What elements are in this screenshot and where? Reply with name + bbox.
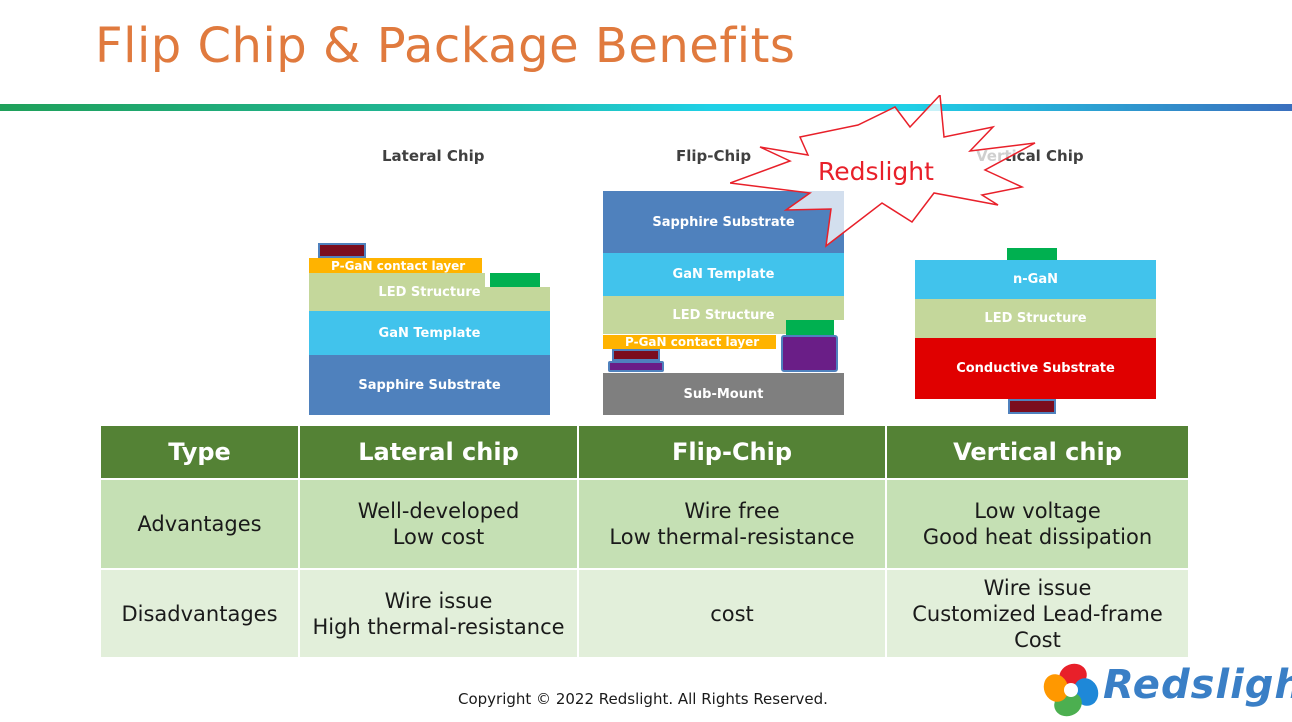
copyright-text: Copyright © 2022 Redslight. All Rights R… <box>458 690 828 708</box>
row-label: Advantages <box>99 478 300 570</box>
comparison-table: Type Lateral chip Flip-Chip Vertical chi… <box>99 424 1190 659</box>
vertical-substrate-layer: Conductive Substrate <box>915 338 1156 399</box>
table-header-row: Type Lateral chip Flip-Chip Vertical chi… <box>99 424 1190 480</box>
lateral-p-gan-layer: P-GaN contact layer <box>309 258 482 273</box>
cell-line: Customized Lead-frame <box>912 601 1163 626</box>
page-title: Flip Chip & Package Benefits <box>95 18 796 74</box>
vertical-n-electrode <box>1007 248 1057 260</box>
cell-line: Low thermal-resistance <box>609 525 855 549</box>
flip-p-bump <box>608 361 664 372</box>
table-cell: Wire free Low thermal-resistance <box>577 478 887 570</box>
vertical-led-layer: LED Structure <box>915 299 1156 338</box>
cell-line: cost <box>710 601 754 626</box>
starburst-icon <box>730 95 1036 248</box>
flip-n-electrode <box>786 320 834 335</box>
logo-text: Redslight <box>1103 662 1292 708</box>
cell-line: High thermal-resistance <box>312 614 565 639</box>
flip-gan-layer: GaN Template <box>603 253 844 296</box>
flip-p-electrode <box>612 349 660 361</box>
cell-line: Wire issue <box>384 588 493 613</box>
table-cell: Low voltage Good heat dissipation <box>885 478 1190 570</box>
vertical-ngan-layer: n-GaN <box>915 260 1156 299</box>
table-row-disadvantages: Disadvantages Wire issue High thermal-re… <box>99 568 1190 659</box>
table-cell: Well-developed Low cost <box>298 478 579 570</box>
cell-line: Low voltage <box>974 499 1101 523</box>
table-row-advantages: Advantages Well-developed Low cost Wire … <box>99 478 1190 570</box>
cell-line: Low cost <box>392 525 485 549</box>
lateral-sapphire-layer: Sapphire Substrate <box>309 355 550 415</box>
four-petal-logo-icon <box>1043 663 1099 717</box>
lateral-chip-title: Lateral Chip <box>382 147 485 165</box>
header-flip: Flip-Chip <box>577 424 887 480</box>
lateral-p-electrode <box>318 243 366 258</box>
cell-line: Cost <box>1014 627 1061 652</box>
title-divider <box>0 104 1292 111</box>
flip-chip-title: Flip-Chip <box>676 147 752 165</box>
table-cell: cost <box>577 568 887 659</box>
watermark-text: Redslight <box>818 157 934 186</box>
flip-submount-layer: Sub-Mount <box>603 373 844 415</box>
flip-p-gan-layer: P-GaN contact layer <box>603 335 776 349</box>
cell-line: Wire issue <box>983 575 1092 600</box>
cell-line: Wire free <box>684 499 780 523</box>
row-label: Disadvantages <box>99 568 300 659</box>
header-vertical: Vertical chip <box>885 424 1190 480</box>
cell-line: Good heat dissipation <box>922 525 1153 549</box>
lateral-n-electrode <box>490 273 540 287</box>
table-cell: Wire issue High thermal-resistance <box>298 568 579 659</box>
lateral-gan-layer: GaN Template <box>309 311 550 355</box>
header-type: Type <box>99 424 300 480</box>
cell-line: Well-developed <box>357 499 520 523</box>
header-lateral: Lateral chip <box>298 424 579 480</box>
table-cell: Wire issue Customized Lead-frame Cost <box>885 568 1190 659</box>
vertical-p-electrode <box>1008 399 1056 414</box>
flip-n-bump <box>781 335 838 372</box>
